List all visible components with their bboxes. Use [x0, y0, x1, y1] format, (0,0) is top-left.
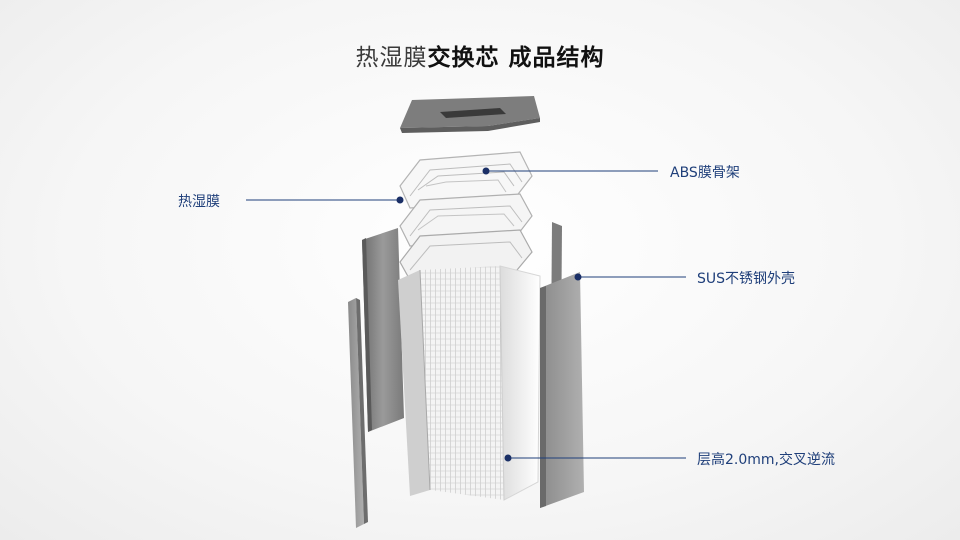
sus-panel-left-front — [348, 298, 368, 528]
callout-dot-membrane — [396, 196, 404, 204]
callout-sus-shell-label: SUS不锈钢外壳 — [697, 271, 796, 287]
callout-dot-sus — [574, 273, 582, 281]
sus-panel-left-rear — [362, 228, 404, 432]
callout-dot-layer — [504, 454, 512, 462]
page-title: 热湿膜交换芯成品结构 — [0, 38, 960, 72]
title-bold-2: 成品结构 — [508, 45, 605, 71]
sus-panel-right-front — [540, 272, 584, 508]
heat-exchange-core — [398, 265, 541, 501]
callout-lines — [246, 167, 686, 462]
callout-dot-abs — [482, 167, 490, 175]
abs-frame-upper — [399, 151, 533, 209]
title-bold-1: 交换芯 — [427, 45, 500, 71]
top-cap — [400, 96, 540, 133]
title-light: 热湿膜 — [355, 45, 428, 71]
callout-abs-frame-label: ABS膜骨架 — [670, 165, 740, 181]
callout-layer-label: 层高2.0mm,交叉逆流 — [697, 452, 835, 468]
callout-membrane-label: 热湿膜 — [178, 194, 220, 210]
